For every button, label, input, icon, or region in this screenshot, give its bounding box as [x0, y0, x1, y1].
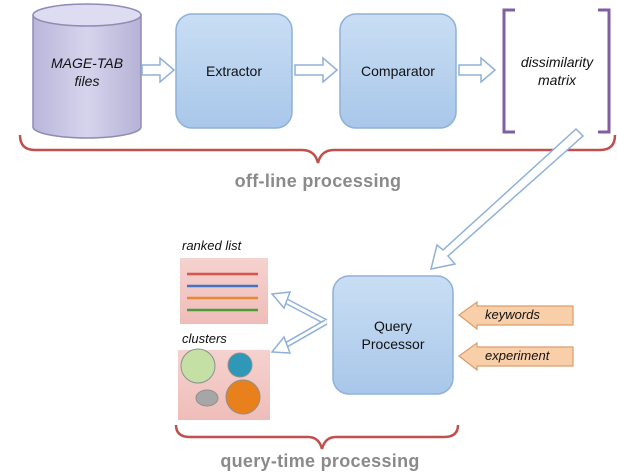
- flow-arrow-icon: [458, 56, 497, 84]
- matrix-left-bracket: [502, 8, 515, 134]
- cluster-circle: [227, 352, 253, 378]
- diagonal-arrow-icon: [429, 127, 585, 270]
- query-processor-box: [332, 275, 454, 395]
- keywords-input-label: keywords: [485, 307, 540, 322]
- processor-line: Processor: [361, 336, 425, 352]
- extractor-box: [175, 13, 293, 129]
- comparator-label: Comparator: [361, 63, 435, 79]
- query-line: Query: [373, 318, 413, 334]
- input-arrow-icon: [457, 300, 574, 331]
- dissimilarity-line: dissimilarity: [520, 54, 594, 70]
- ranked-list-panel: [180, 258, 268, 324]
- flow-arrow-icon: [141, 56, 176, 84]
- matrix-right-bracket: [598, 8, 611, 134]
- query-processor-label: Query Processor: [333, 317, 453, 353]
- mage-tab-files-label: MAGE-TAB files: [36, 54, 138, 90]
- offline-processing-label: off-line processing: [234, 171, 402, 191]
- flow-arrow-icon: [294, 56, 339, 84]
- dissimilarity-matrix-label: dissimilarity matrix: [506, 53, 608, 89]
- input-arrow-icon: [457, 341, 574, 372]
- comparator-box: [339, 13, 457, 129]
- mage-tab-line: MAGE-TAB: [50, 55, 124, 71]
- cluster-circle: [180, 348, 216, 384]
- extractor-label: Extractor: [205, 63, 262, 79]
- query-time-processing-label: query-time processing: [220, 451, 420, 471]
- ranked-list-label: ranked list: [182, 238, 242, 253]
- clusters-panel: [178, 348, 270, 420]
- curly-brace-icon: [18, 134, 617, 164]
- matrix-line: matrix: [537, 72, 577, 88]
- mage-tab-files-cylinder: [32, 3, 142, 139]
- cluster-circle: [195, 389, 219, 407]
- clusters-label: clusters: [182, 331, 227, 346]
- split-arrow-icon: [270, 291, 328, 354]
- experiment-input-label: experiment: [485, 348, 550, 363]
- cluster-circle: [225, 379, 261, 415]
- curly-brace-icon: [174, 424, 460, 450]
- files-line: files: [74, 73, 100, 89]
